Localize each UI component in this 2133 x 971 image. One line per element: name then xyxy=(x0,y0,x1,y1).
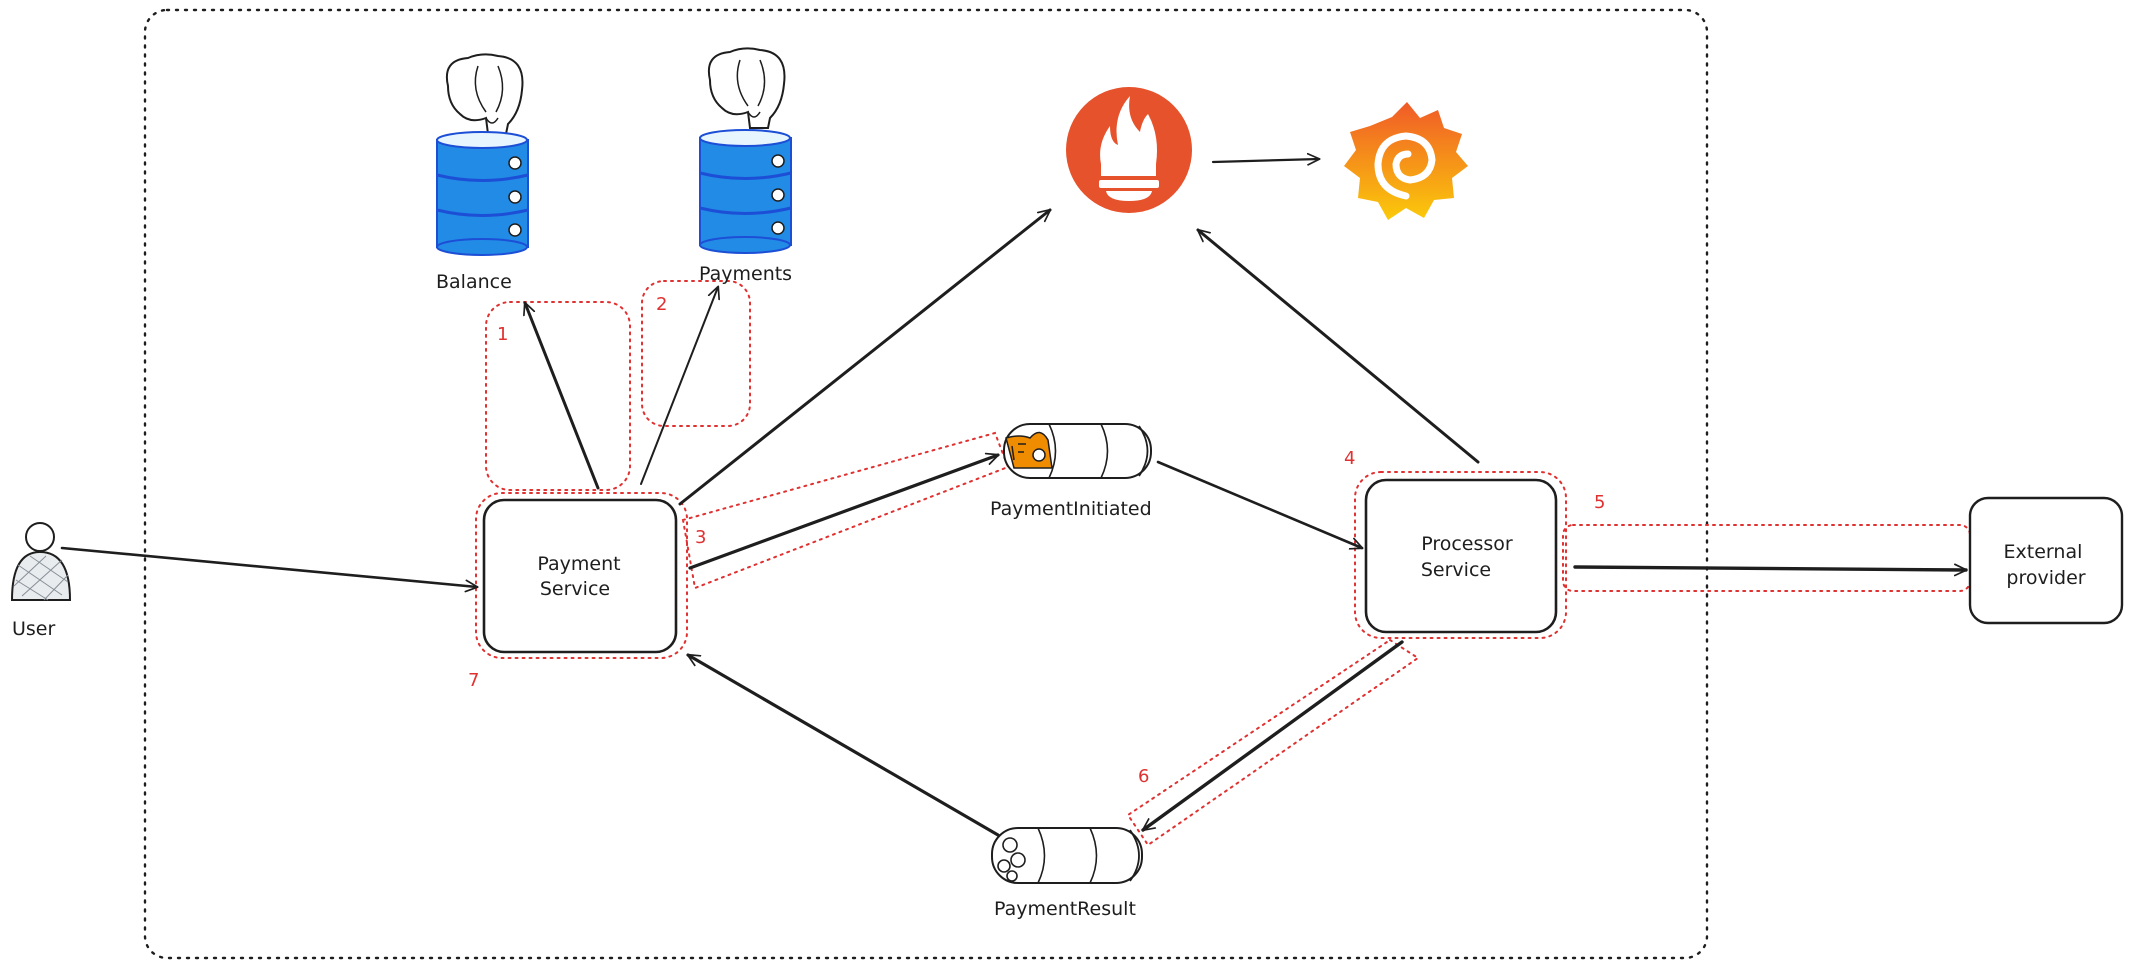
step-number-2: 2 xyxy=(656,294,667,315)
user-label: User xyxy=(12,618,55,640)
payment-result-label: PaymentResult xyxy=(994,898,1136,920)
step-numbers: 1 2 3 4 5 6 7 xyxy=(468,294,1605,787)
arrow-processor-to-external-provider xyxy=(1573,567,1968,570)
highlight-step-1 xyxy=(485,301,631,491)
highlight-step-4 xyxy=(1354,471,1567,639)
payments-database-icon xyxy=(699,47,792,254)
step-number-1: 1 xyxy=(497,324,508,345)
highlight-step-6 xyxy=(1126,638,1420,847)
step-number-4: 4 xyxy=(1344,448,1355,469)
grafana-icon xyxy=(1344,102,1468,220)
system-boundary xyxy=(143,8,1709,960)
step-number-6: 6 xyxy=(1138,766,1149,787)
user-actor-icon xyxy=(10,522,72,601)
step-number-5: 5 xyxy=(1594,492,1605,513)
arrow-payment-service-to-balance xyxy=(525,301,600,490)
payment-result-topic-icon xyxy=(991,827,1143,884)
highlight-step-5 xyxy=(1562,524,1971,592)
payment-service-label: Payment Service xyxy=(537,553,626,600)
arrow-prometheus-to-grafana xyxy=(1211,159,1319,162)
arrow-user-to-payment-service xyxy=(60,546,477,587)
arrow-processor-to-prometheus xyxy=(1196,228,1480,464)
step-highlights xyxy=(475,280,1971,847)
highlight-step-7 xyxy=(475,492,688,659)
highlight-step-2 xyxy=(641,280,751,427)
arrow-payment-initiated-to-processor xyxy=(1156,460,1362,548)
step-number-7: 7 xyxy=(468,670,479,691)
arrow-payment-service-to-payment-initiated xyxy=(688,455,1000,570)
prometheus-icon xyxy=(1066,87,1192,213)
processor-service-label: Processor Service xyxy=(1421,533,1519,581)
payment-initiated-topic-icon xyxy=(1003,423,1152,479)
processor-service-box xyxy=(1364,478,1558,634)
payment-initiated-label: PaymentInitiated xyxy=(990,498,1152,520)
balance-db-label: Balance xyxy=(436,271,512,293)
arrow-payment-service-to-prometheus xyxy=(678,208,1052,506)
arrow-payment-service-to-payments xyxy=(640,287,718,485)
connectors xyxy=(60,159,1968,837)
step-number-3: 3 xyxy=(695,527,706,548)
arrow-processor-to-payment-result xyxy=(1141,640,1404,832)
external-provider-label: External provider xyxy=(2004,541,2089,589)
arrow-payment-result-to-payment-service xyxy=(686,653,1000,837)
payments-db-label: Payments xyxy=(699,263,792,285)
external-provider-box xyxy=(1968,496,2124,625)
payment-service-box xyxy=(482,498,678,654)
balance-database-icon xyxy=(436,53,529,256)
